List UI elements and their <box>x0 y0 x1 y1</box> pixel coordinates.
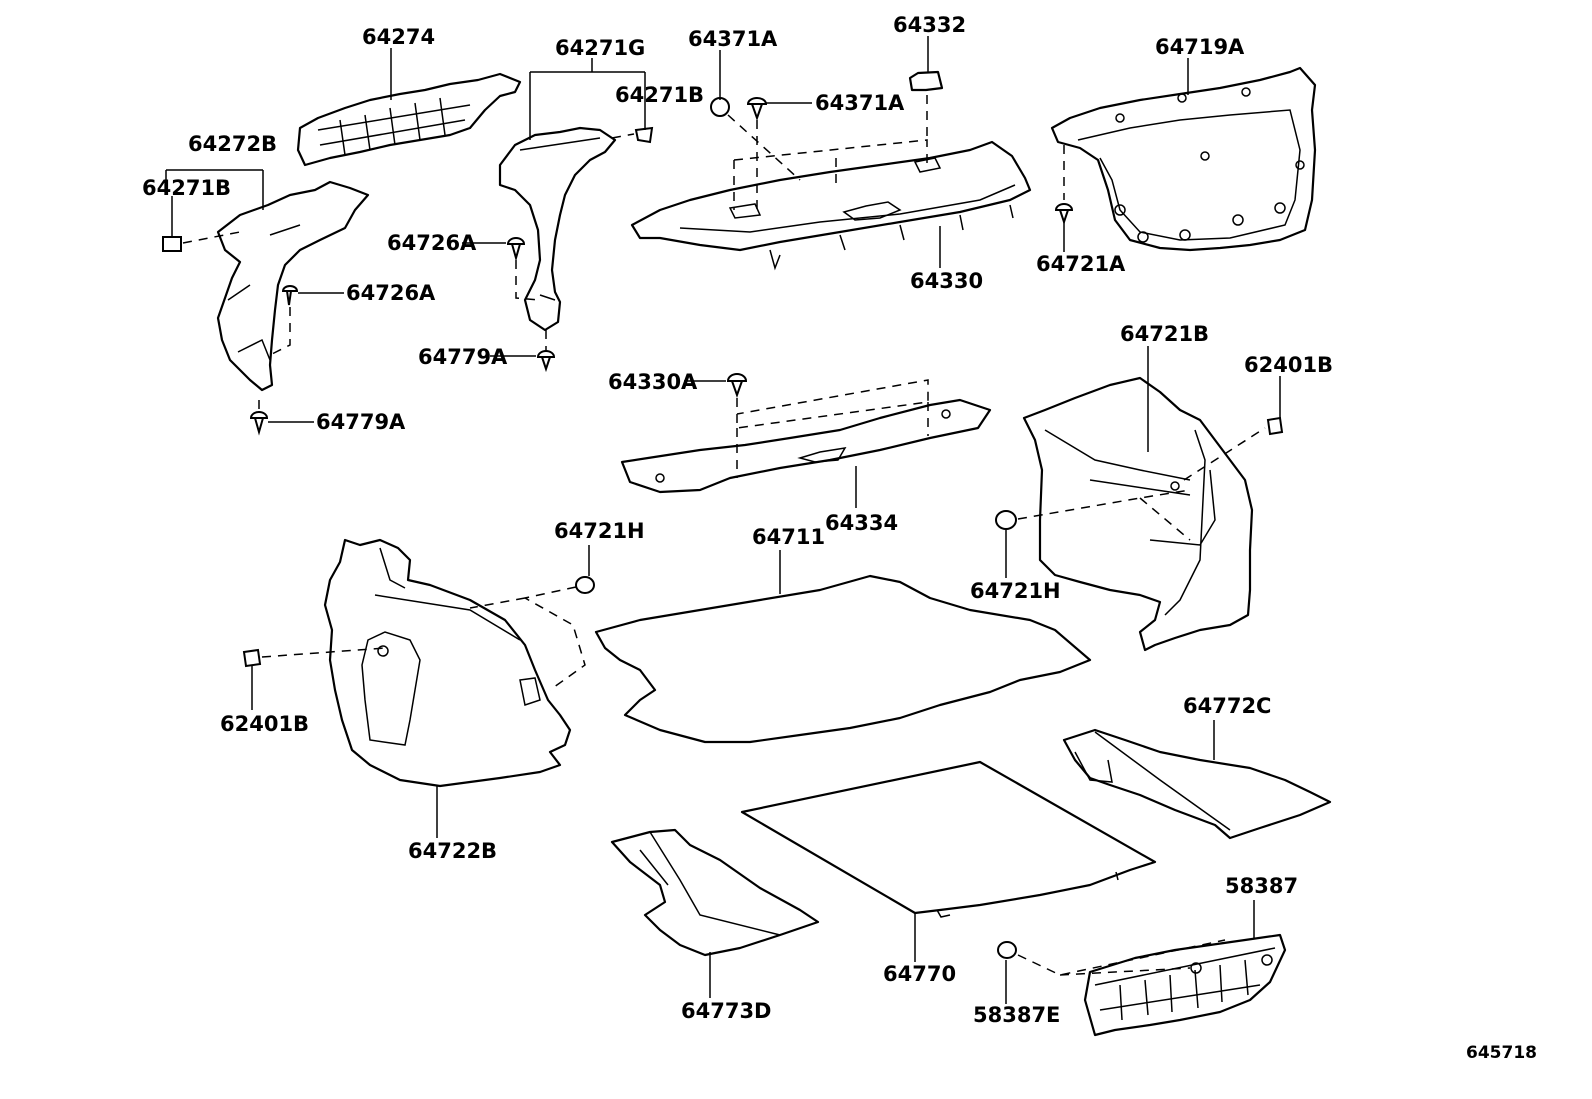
part-58387 <box>1083 933 1287 1037</box>
label-64334: 64334 <box>825 511 898 535</box>
clip-64726A-left <box>281 285 299 306</box>
label-64330: 64330 <box>910 269 983 293</box>
label-64721A: 64721A <box>1036 252 1126 276</box>
clip-64779A-mid <box>536 350 556 373</box>
clip-64271B-left <box>162 236 182 252</box>
part-64773D <box>610 828 820 957</box>
label-58387E: 58387E <box>973 1003 1060 1027</box>
label-64271B-right: 64271B <box>615 83 704 107</box>
label-64332: 64332 <box>893 13 966 37</box>
clip-64721H-left <box>574 576 596 594</box>
clip-64721A <box>1054 203 1074 226</box>
clip-58387E <box>996 941 1018 959</box>
part-64330 <box>630 140 1032 271</box>
diagram-id: 645718 <box>1466 1043 1537 1063</box>
label-62401B-right: 62401B <box>1244 353 1333 377</box>
label-64773D: 64773D <box>681 999 772 1023</box>
part-64271G <box>498 126 617 332</box>
part-64722B <box>323 538 572 788</box>
label-64779A-mid: 64779A <box>418 345 508 369</box>
clip-62401B-left <box>242 648 262 668</box>
part-64274 <box>296 72 522 167</box>
label-64371A-top: 64371A <box>688 27 778 51</box>
clip-64721H-right <box>994 510 1018 530</box>
clip-62401B-right <box>1266 416 1284 436</box>
label-64271B-left: 64271B <box>142 176 231 200</box>
label-62401B-left: 62401B <box>220 712 309 736</box>
clip-64779A-left <box>249 411 269 436</box>
label-64772C: 64772C <box>1183 694 1271 718</box>
part-64770 <box>740 760 1157 918</box>
part-64334 <box>620 398 992 494</box>
label-64274: 64274 <box>362 25 435 49</box>
label-64721B: 64721B <box>1120 322 1209 346</box>
part-64272B <box>216 180 370 392</box>
clip-64371A-mid <box>746 97 768 121</box>
label-64272B: 64272B <box>188 132 277 156</box>
label-64726A-left: 64726A <box>346 281 436 305</box>
label-64770: 64770 <box>883 962 956 986</box>
part-64719A <box>1050 66 1317 252</box>
label-64721H-right: 64721H <box>970 579 1061 603</box>
clip-64330A <box>726 373 748 398</box>
clip-64271B-right <box>634 126 654 144</box>
label-64711: 64711 <box>752 525 825 549</box>
part-64711 <box>594 574 1092 744</box>
part-labels: 64274 64271G 64371A 64332 64719A 64271B … <box>142 13 1537 1063</box>
label-64371A-mid: 64371A <box>815 91 905 115</box>
part-64721B <box>1022 376 1254 652</box>
label-58387: 58387 <box>1225 874 1298 898</box>
label-64722B: 64722B <box>408 839 497 863</box>
clip-64371A-top <box>709 97 731 117</box>
label-64330A: 64330A <box>608 370 698 394</box>
part-64772C <box>1062 728 1332 840</box>
label-64779A-left: 64779A <box>316 410 406 434</box>
part-64332 <box>908 70 944 92</box>
clip-64726A-mid <box>506 237 526 262</box>
label-64726A-mid: 64726A <box>387 231 477 255</box>
label-64719A: 64719A <box>1155 35 1245 59</box>
label-64271G: 64271G <box>555 36 645 60</box>
label-64721H-left: 64721H <box>554 519 645 543</box>
leader-lines <box>165 36 1281 1004</box>
